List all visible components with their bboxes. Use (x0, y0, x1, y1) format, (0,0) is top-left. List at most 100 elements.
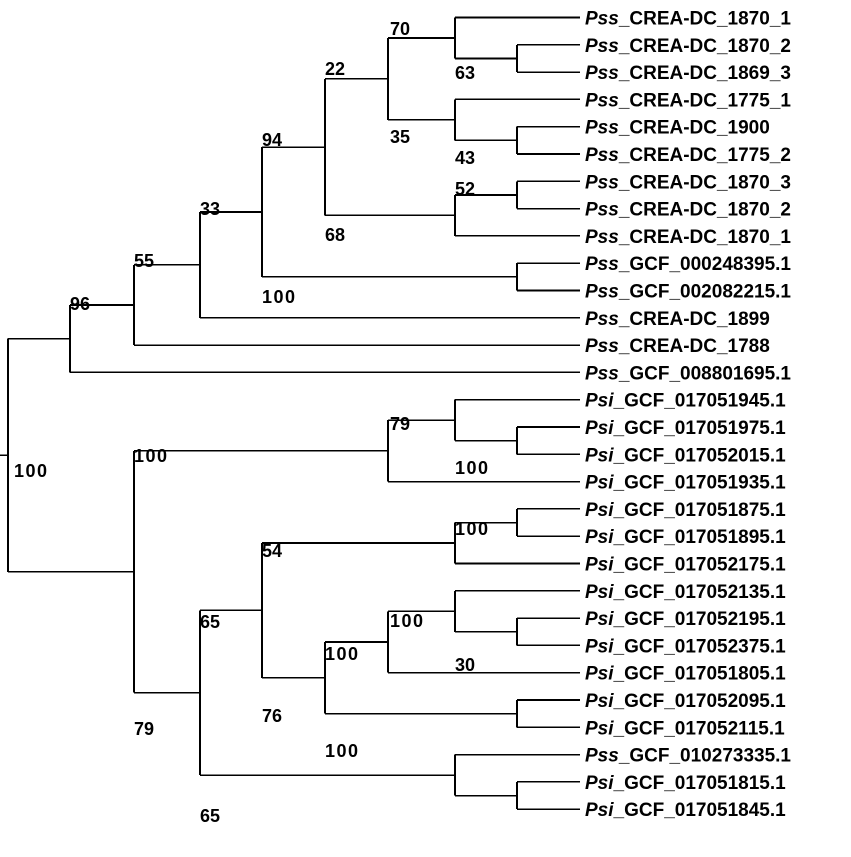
bootstrap-value: 65 (200, 806, 220, 826)
leaf-accession: _CREA-DC_1870_1 (618, 227, 792, 248)
leaf-label: Psi_GCF_017052375.1 (585, 636, 786, 657)
leaf-genus: Pss (585, 118, 619, 139)
leaf-genus: Pss (585, 282, 619, 303)
leaf-accession: _GCF_017052195.1 (613, 609, 787, 630)
bootstrap-value: 30 (455, 655, 475, 675)
bootstrap-value: 79 (390, 414, 410, 434)
leaf-genus: Psi (585, 582, 614, 603)
leaf-accession: _GCF_017051895.1 (613, 527, 787, 548)
leaf-accession: _GCF_017051945.1 (613, 391, 787, 412)
leaf-genus: Pss (585, 145, 619, 166)
bootstrap-value: 79 (134, 719, 154, 739)
leaf-accession: _CREA-DC_1870_2 (618, 36, 791, 57)
leaf-accession: _GCF_017052095.1 (613, 691, 787, 712)
leaf-label: Psi_GCF_017051815.1 (585, 773, 786, 794)
bootstrap-value: 76 (262, 706, 282, 726)
leaf-genus: Psi (585, 609, 614, 630)
bootstrap-value: 100 (455, 519, 490, 539)
leaf-label: Pss_CREA-DC_1870_2 (585, 200, 791, 221)
leaf-label: Psi_GCF_017051895.1 (585, 527, 786, 548)
leaf-genus: Psi (585, 718, 614, 739)
leaf-label: Pss_CREA-DC_1870_2 (585, 36, 791, 57)
leaf-accession: _CREA-DC_1869_3 (618, 63, 791, 84)
leaf-accession: _CREA-DC_1775_2 (618, 145, 791, 166)
bootstrap-value: 65 (200, 612, 220, 632)
leaf-genus: Pss (585, 90, 619, 111)
leaf-genus: Psi (585, 418, 614, 439)
leaf-genus: Pss (585, 9, 619, 30)
bootstrap-support-labels: 7063354322526894100335596100791001001005… (14, 19, 490, 826)
leaf-accession: _GCF_000248395.1 (618, 254, 792, 275)
leaf-genus: Psi (585, 636, 614, 657)
leaf-genus: Pss (585, 309, 619, 330)
leaf-accession: _GCF_017052135.1 (613, 582, 787, 603)
leaf-genus: Pss (585, 227, 619, 248)
leaf-label: Psi_GCF_017052175.1 (585, 555, 786, 576)
bootstrap-value: 100 (325, 644, 360, 664)
leaf-label: Pss_CREA-DC_1870_1 (585, 9, 791, 30)
leaf-genus: Psi (585, 500, 614, 521)
leaf-accession: _CREA-DC_1788 (618, 336, 770, 357)
leaf-label: Pss_GCF_000248395.1 (585, 254, 791, 275)
leaf-label: Psi_GCF_017051935.1 (585, 473, 786, 494)
bootstrap-value: 100 (262, 287, 297, 307)
leaf-genus: Psi (585, 391, 614, 412)
leaf-accession: _GCF_017051935.1 (613, 473, 787, 494)
leaf-genus: Psi (585, 445, 614, 466)
bootstrap-value: 100 (455, 458, 490, 478)
leaf-genus: Pss (585, 200, 619, 221)
tree-branches (0, 16, 580, 811)
leaf-genus: Psi (585, 691, 614, 712)
leaf-label: Psi_GCF_017051805.1 (585, 664, 786, 685)
leaf-label: Psi_GCF_017052195.1 (585, 609, 786, 630)
leaf-label: Pss_CREA-DC_1899 (585, 309, 770, 330)
leaf-genus: Psi (585, 473, 614, 494)
leaf-labels: Pss_CREA-DC_1870_1Pss_CREA-DC_1870_2Pss_… (585, 9, 791, 822)
leaf-genus: Pss (585, 36, 619, 57)
leaf-label: Psi_GCF_017052095.1 (585, 691, 786, 712)
leaf-accession: _GCF_017051845.1 (613, 800, 787, 821)
leaf-accession: _CREA-DC_1870_1 (618, 9, 792, 30)
leaf-label: Pss_GCF_002082215.1 (585, 282, 791, 303)
leaf-accession: _GCF_010273335.1 (618, 746, 792, 767)
leaf-label: Psi_GCF_017052115.1 (585, 718, 785, 739)
leaf-genus: Psi (585, 800, 614, 821)
leaf-label: Pss_CREA-DC_1900 (585, 118, 770, 139)
bootstrap-value: 94 (262, 130, 282, 150)
bootstrap-value: 100 (134, 446, 169, 466)
bootstrap-value: 63 (455, 63, 475, 83)
leaf-accession: _GCF_017051875.1 (613, 500, 787, 521)
leaf-accession: _GCF_017052115.1 (613, 718, 786, 739)
leaf-accession: _CREA-DC_1899 (618, 309, 770, 330)
bootstrap-value: 68 (325, 225, 345, 245)
bootstrap-value: 35 (390, 127, 410, 147)
bootstrap-value: 100 (390, 611, 425, 631)
leaf-genus: Pss (585, 746, 619, 767)
leaf-accession: _GCF_017052375.1 (613, 636, 787, 657)
bootstrap-value: 52 (455, 179, 475, 199)
leaf-label: Psi_GCF_017052135.1 (585, 582, 786, 603)
leaf-accession: _GCF_017052015.1 (613, 445, 787, 466)
leaf-genus: Pss (585, 172, 619, 193)
leaf-accession: _CREA-DC_1870_2 (618, 200, 791, 221)
bootstrap-value: 22 (325, 59, 345, 79)
leaf-label: Psi_GCF_017051845.1 (585, 800, 786, 821)
leaf-genus: Psi (585, 527, 614, 548)
leaf-label: Psi_GCF_017051945.1 (585, 391, 786, 412)
leaf-accession: _GCF_008801695.1 (618, 363, 792, 384)
bootstrap-value: 100 (14, 461, 49, 481)
leaf-label: Pss_GCF_008801695.1 (585, 363, 791, 384)
bootstrap-value: 100 (325, 741, 360, 761)
leaf-genus: Pss (585, 63, 619, 84)
leaf-genus: Pss (585, 336, 619, 357)
leaf-label: Pss_CREA-DC_1869_3 (585, 63, 791, 84)
bootstrap-value: 33 (200, 199, 220, 219)
leaf-label: Psi_GCF_017051875.1 (585, 500, 786, 521)
leaf-label: Pss_GCF_010273335.1 (585, 746, 791, 767)
bootstrap-value: 54 (262, 541, 282, 561)
leaf-label: Pss_CREA-DC_1775_2 (585, 145, 791, 166)
leaf-accession: _CREA-DC_1870_3 (618, 172, 791, 193)
leaf-label: Pss_CREA-DC_1870_3 (585, 172, 791, 193)
bootstrap-value: 55 (134, 251, 154, 271)
leaf-genus: Pss (585, 363, 619, 384)
